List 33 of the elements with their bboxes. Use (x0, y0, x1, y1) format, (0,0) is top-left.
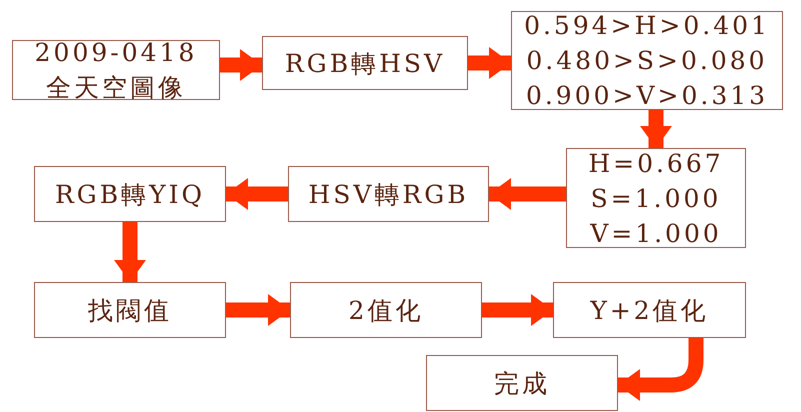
box-text: S=1.000 (590, 182, 722, 214)
end-box (426, 355, 618, 411)
box-text: 全天空圖像 (46, 72, 186, 104)
block-arrow (114, 222, 146, 282)
block-arrow (226, 294, 290, 326)
process-box (290, 282, 482, 338)
process-box (12, 40, 220, 100)
block-arrow (468, 47, 511, 79)
block-arrow (482, 294, 553, 326)
box-text: 完成 (494, 368, 550, 400)
process-box (553, 282, 746, 338)
box-text: 0.594>H>0.401 (524, 10, 770, 42)
block-arrow (489, 178, 566, 210)
box-text: 找閥值 (88, 294, 172, 326)
process-box (34, 282, 226, 338)
block-arrow (226, 178, 288, 210)
box-text: 2009-0418 (34, 37, 198, 69)
process-box (34, 166, 226, 222)
box-text: 0.900>V>0.313 (526, 80, 768, 112)
block-arrow (640, 110, 672, 148)
box-text: RGB轉HSV (284, 48, 446, 80)
process-box (288, 166, 489, 222)
value-box (566, 148, 746, 248)
box-text: V=1.000 (590, 218, 722, 250)
block-arrow (220, 49, 262, 81)
condition-box (511, 11, 783, 110)
process-box (262, 36, 468, 90)
box-text: Y+2值化 (590, 294, 709, 326)
box-text: HSV轉RGB (308, 178, 469, 210)
box-text: 2值化 (348, 294, 424, 326)
box-text: RGB轉YIQ (54, 178, 206, 210)
box-text: H=0.667 (588, 148, 724, 180)
box-text: 0.480>S>0.080 (526, 45, 768, 77)
